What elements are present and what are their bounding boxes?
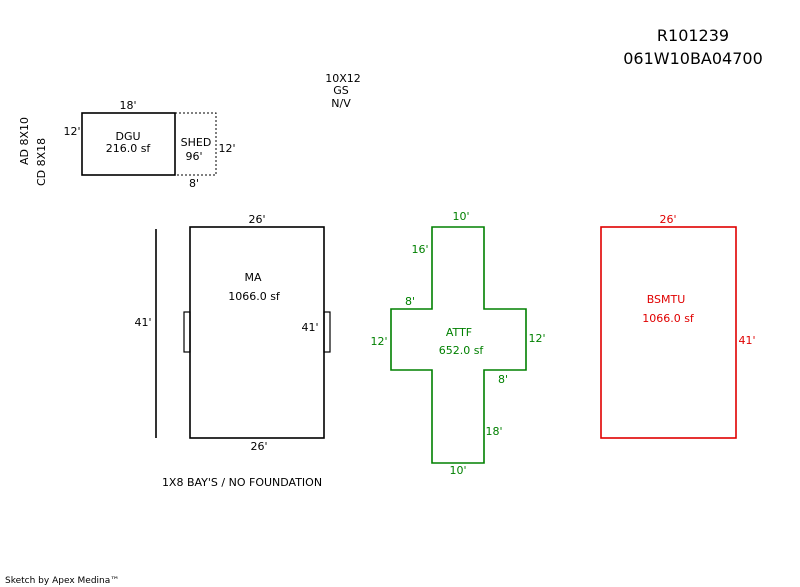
- attf-bottom-dimension: 10': [449, 464, 466, 477]
- shed-bottom-dimension: 8': [189, 177, 199, 190]
- attf-area: ATTF 652.0 sf 10' 16' 8' 12' 12' 8' 18' …: [370, 210, 545, 477]
- ma-bay-left: [183, 311, 191, 353]
- attf-arm-top-dimension: 8': [405, 295, 415, 308]
- shed-area-value: 96': [185, 150, 202, 163]
- bsmtu-area: BSMTU 1066.0 sf 26' 41': [600, 213, 756, 439]
- bsmtu-top-dimension: 26': [659, 213, 676, 226]
- shed-outline: [175, 112, 217, 176]
- dgu-name: DGU: [115, 130, 140, 143]
- dgu-top-dimension: 18': [119, 99, 136, 112]
- ma-bottom-dimension: 26': [250, 440, 267, 453]
- dgu-outline: [81, 112, 176, 176]
- attf-upper-left-dimension: 16': [411, 243, 428, 256]
- side-note-cd: CD 8X18: [35, 138, 48, 186]
- ma-left-dimension: 41': [134, 316, 151, 329]
- bsmtu-area-value: 1066.0 sf: [642, 312, 695, 325]
- attf-left-dimension: 12': [370, 335, 387, 348]
- side-note-ad: AD 8X10: [18, 117, 31, 165]
- attf-top-dimension: 10': [452, 210, 469, 223]
- attf-area-value: 652.0 sf: [439, 344, 485, 357]
- ma-area-value: 1066.0 sf: [228, 290, 281, 303]
- dgu-left-dimension: 12': [63, 125, 80, 138]
- attf-name: ATTF: [446, 326, 472, 339]
- shed-area: SHED 96' 12' 8': [175, 112, 236, 190]
- dgu-area-value: 216.0 sf: [106, 142, 152, 155]
- shed-name: SHED: [181, 136, 212, 149]
- attf-arm-bottom-dimension: 8': [498, 373, 508, 386]
- shed-note-size: 10X12: [325, 72, 361, 85]
- shed-note-type: GS: [333, 84, 349, 97]
- attf-right-dimension: 12': [528, 332, 545, 345]
- bsmtu-outline: [600, 226, 737, 439]
- dgu-area: DGU 216.0 sf 18' 12': [63, 99, 176, 176]
- shed-right-dimension: 12': [218, 142, 235, 155]
- attf-outline: [390, 226, 527, 464]
- ma-area: MA 1066.0 sf 26' 26' 41' 41' 1X8 BAY'S /…: [134, 213, 331, 489]
- parcel-id: R101239: [657, 26, 729, 45]
- ma-bay-right: [323, 311, 331, 353]
- ma-name: MA: [244, 271, 261, 284]
- map-number: 061W10BA04700: [623, 49, 763, 68]
- ma-top-dimension: 26': [248, 213, 265, 226]
- footer-credit: Sketch by Apex Medina™: [5, 576, 119, 586]
- ma-foundation-note: 1X8 BAY'S / NO FOUNDATION: [162, 476, 322, 489]
- bsmtu-right-dimension: 41': [738, 334, 755, 347]
- attf-lower-right-dimension: 18': [485, 425, 502, 438]
- bsmtu-name: BSMTU: [647, 293, 686, 306]
- shed-note-nv: N/V: [331, 97, 351, 110]
- ma-right-dimension: 41': [301, 321, 318, 334]
